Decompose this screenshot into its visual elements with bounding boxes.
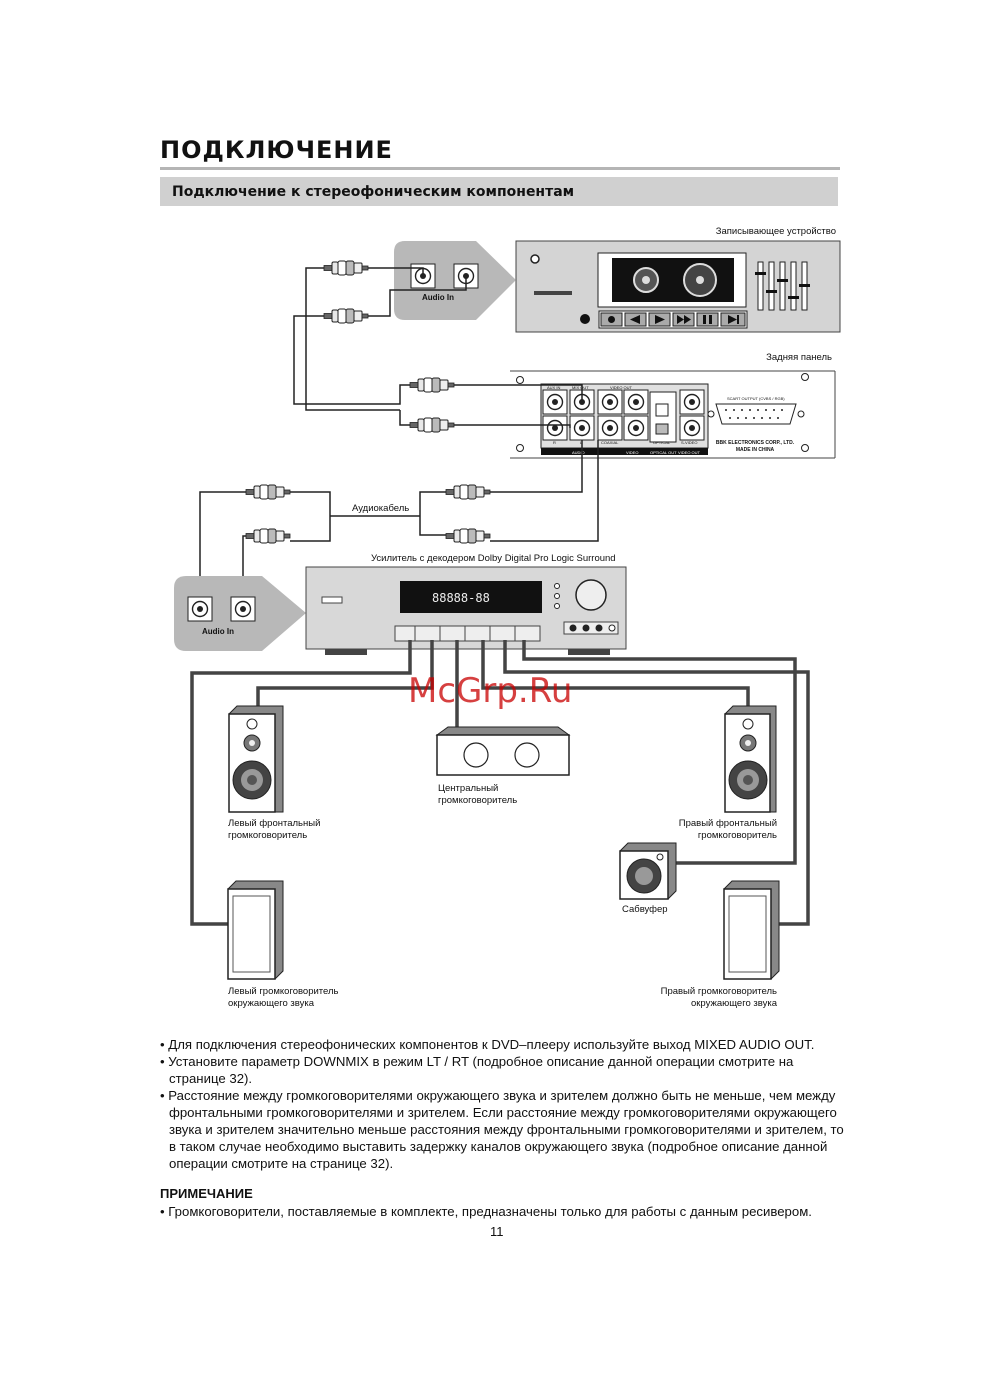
s-video-label: S-VIDEO (681, 440, 697, 445)
left-surround-speaker: Левый громкоговоритель окружающего звука (227, 880, 339, 1009)
rca-plug (245, 484, 291, 500)
video-out-label: VIDEO OUT (610, 385, 633, 390)
left-front-speaker: Левый фронтальный громкоговоритель (228, 705, 320, 841)
optical-label: OPTICAL (653, 440, 671, 445)
right-front-label-2: громкоговоритель (698, 830, 777, 841)
page-title: ПОДКЛЮЧЕНИЕ (160, 136, 393, 164)
note-item: Установите параметр DOWNMIX в режим LT /… (160, 1053, 850, 1087)
channel-r-label: R (553, 440, 556, 445)
subwoofer-label: Сабвуфер (622, 904, 668, 915)
scart-label: SCART OUTPUT (CVBS / RGB) (727, 396, 785, 401)
center-speaker-label-2: громкоговоритель (438, 795, 517, 806)
rca-plug (409, 417, 455, 433)
cable-mix-out (199, 384, 599, 610)
subwoofer: Сабвуфер (619, 842, 677, 915)
rca-plug (445, 528, 491, 544)
audio-in-label: Audio In (422, 293, 454, 302)
left-front-label-2: громкоговоритель (228, 830, 307, 841)
optical-out-group-label: OPTICAL OUT (650, 450, 677, 455)
right-surround-speaker: Правый громкоговоритель окружающего звук… (661, 880, 780, 1009)
recording-device: Записывающее устройство (394, 226, 841, 333)
audio-in-label: Audio In (202, 627, 234, 636)
rca-plug (245, 528, 291, 544)
aux-in-label: AUX IN (547, 385, 560, 390)
video-out-group-label: VIDEO OUT (678, 450, 701, 455)
connection-diagram: Записывающее устройство (174, 226, 841, 1009)
speaker-wires (190, 640, 810, 926)
right-front-label-1: Правый фронтальный (679, 818, 777, 829)
level-meters (755, 261, 810, 311)
notes-list: Для подключения стереофонических компоне… (160, 1036, 850, 1172)
made-in-label: MADE IN CHINA (736, 447, 775, 453)
recording-device-label: Записывающее устройство (716, 226, 836, 237)
title-divider (160, 167, 840, 170)
rca-plug (323, 260, 369, 276)
amplifier: Усилитель с декодером Dolby Digital Pro … (174, 553, 627, 655)
left-front-label-1: Левый фронтальный (228, 818, 320, 829)
left-surround-label-2: окружающего звука (228, 998, 315, 1009)
audio-group-label: AUDIO (572, 450, 585, 455)
left-surround-label-1: Левый громкоговоритель (228, 986, 339, 997)
dvd-rear-panel: Задняя панель AUX IN MIX OUT VIDEO OUT A… (510, 352, 836, 459)
note-item: Для подключения стереофонических компоне… (160, 1036, 850, 1053)
right-surround-label-1: Правый громкоговоритель (661, 986, 777, 997)
amplifier-label: Усилитель с декодером Dolby Digital Pro … (371, 553, 616, 564)
watermark: McGrp.Ru (408, 671, 572, 711)
audio-cable-label: Аудиокабель (352, 503, 409, 514)
rear-panel-label: Задняя панель (766, 352, 832, 363)
maker-label: BBK ELECTRONICS CORP., LTD. (716, 440, 795, 446)
video-group-label: VIDEO (626, 450, 638, 455)
coaxial-label: COAXIAL (601, 440, 619, 445)
right-surround-label-2: окружающего звука (691, 998, 778, 1009)
rca-plug (323, 308, 369, 324)
note-item: Громкоговорители, поставляемые в комплек… (160, 1203, 850, 1220)
transport-buttons (598, 310, 748, 329)
page-number: 11 (490, 1224, 504, 1239)
note-item: Расстояние между громкоговорителями окру… (160, 1087, 850, 1172)
right-front-speaker: Правый фронтальный громкоговоритель (679, 705, 777, 841)
note-items: Громкоговорители, поставляемые в комплек… (160, 1203, 850, 1220)
section-header: Подключение к стереофоническим компонент… (160, 177, 838, 206)
note-heading: ПРИМЕЧАНИЕ (160, 1186, 253, 1201)
amp-display-text: 88888-88 (432, 591, 490, 605)
mix-out-label: MIX OUT (572, 385, 589, 390)
cable-recorder (293, 267, 467, 426)
center-speaker-label-1: Центральный (438, 783, 498, 794)
center-speaker: Центральный громкоговоритель (435, 726, 571, 806)
rca-plug (409, 377, 455, 393)
section-title: Подключение к стереофоническим компонент… (172, 183, 575, 200)
rca-plug (445, 484, 491, 500)
